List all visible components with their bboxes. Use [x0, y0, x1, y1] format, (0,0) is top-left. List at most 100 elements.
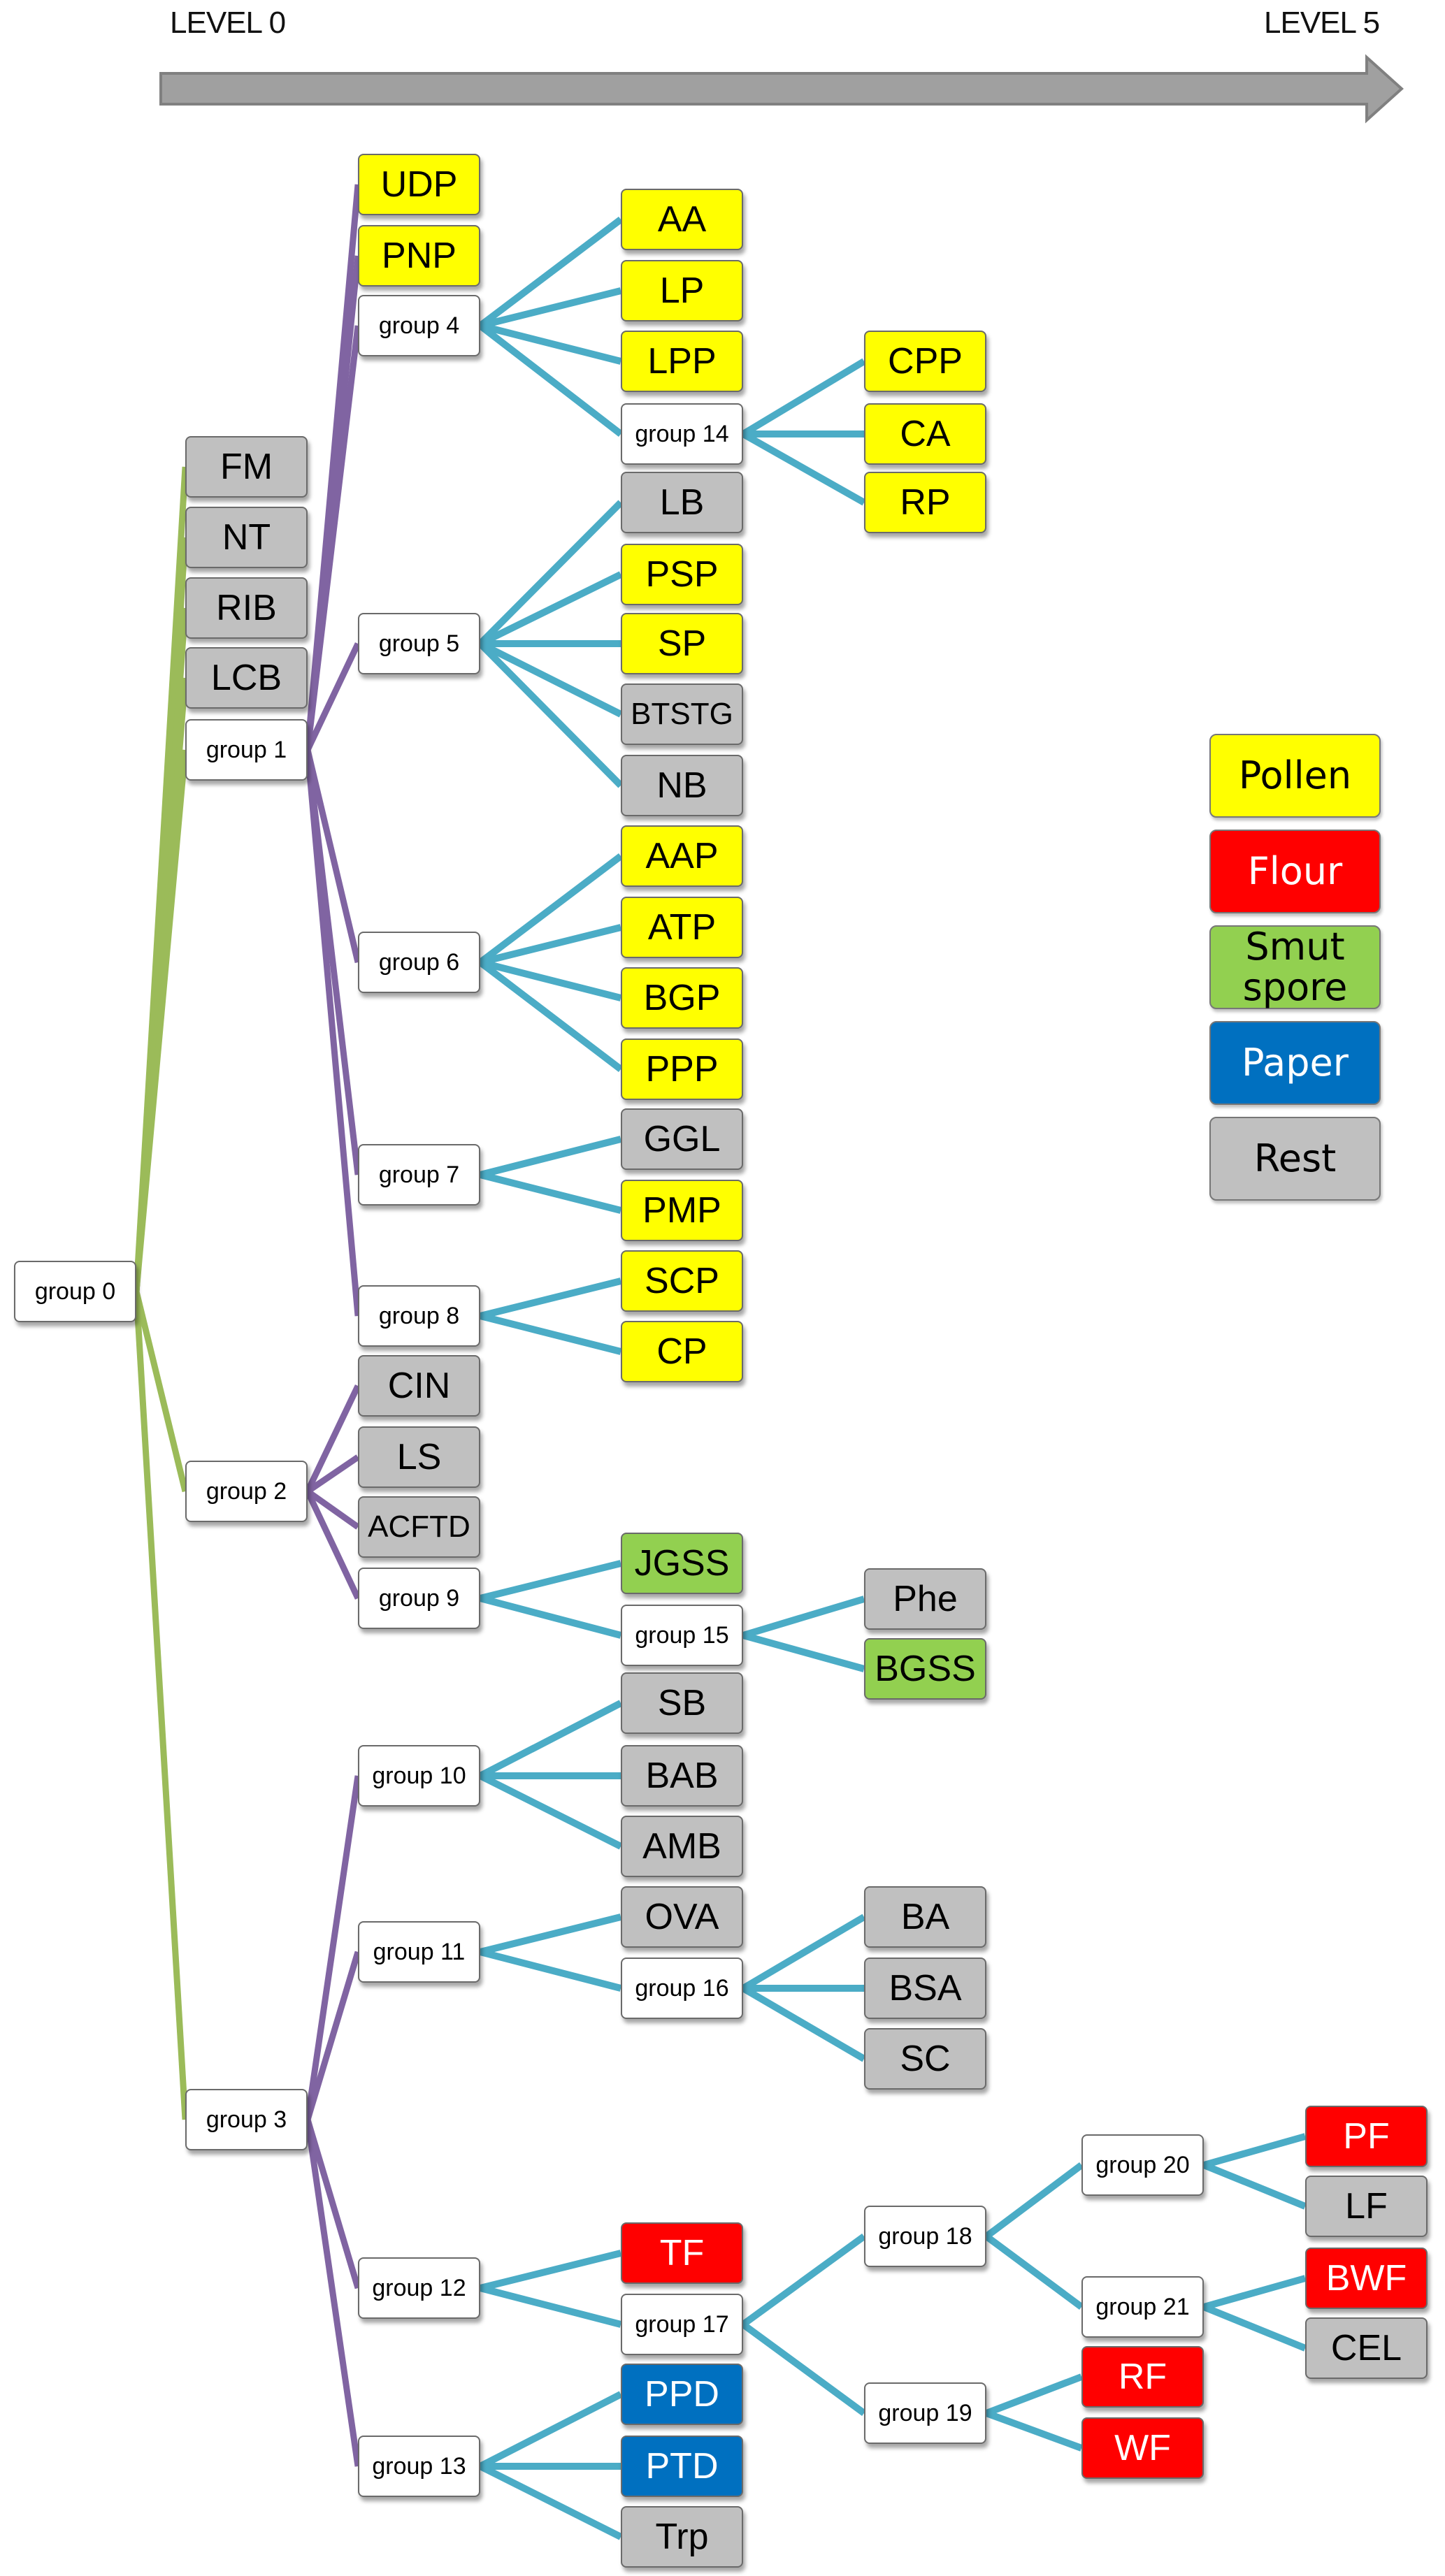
edge-group-1-to-group-6 — [304, 748, 361, 964]
node-label: group 11 — [373, 1938, 466, 1965]
group-node-group-1: group 1 — [185, 719, 308, 781]
node-label: OVA — [645, 1897, 719, 1937]
leaf-node-bwf: BWF — [1305, 2248, 1428, 2309]
node-label: group 15 — [635, 1621, 729, 1649]
edge-group-7-to-pmp — [479, 1171, 622, 1214]
edge-group-9-to-jgss — [479, 1560, 622, 1602]
edge-group-2-to-group-9 — [304, 1490, 361, 1600]
leaf-node-bab: BAB — [621, 1745, 743, 1807]
edge-group-2-to-cin — [304, 1384, 361, 1493]
edge-group-8-to-cp — [479, 1312, 622, 1355]
node-label: BSA — [889, 1968, 962, 2009]
node-label: ACFTD — [368, 1510, 470, 1544]
node-label: TF — [659, 2233, 705, 2273]
node-label: group 20 — [1095, 2151, 1190, 2178]
node-label: SC — [900, 2039, 951, 2079]
leaf-node-cpp: CPP — [864, 331, 986, 392]
node-label: group 21 — [1095, 2293, 1190, 2320]
edge-group-13-to-trp — [478, 2463, 623, 2540]
edge-group-11-to-group-16 — [479, 1948, 622, 1992]
group-node-group-5: group 5 — [358, 613, 480, 674]
edge-group-1-to-group-4 — [304, 325, 361, 751]
leaf-node-lb: LB — [621, 472, 743, 533]
leaf-node-wf: WF — [1081, 2417, 1204, 2479]
leaf-node-ba: BA — [864, 1886, 986, 1948]
node-label: PTD — [645, 2446, 719, 2487]
edge-group-19-to-wf — [985, 2410, 1083, 2452]
edge-group-18-to-group-20 — [984, 2162, 1084, 2239]
edge-group-11-to-ova — [479, 1913, 622, 1955]
edge-group-17-to-group-18 — [741, 2233, 866, 2328]
node-label: GGL — [643, 1119, 721, 1159]
node-label: PSP — [645, 554, 719, 595]
node-label: BTSTG — [631, 697, 733, 731]
legend-item-smut: Smut spore — [1209, 925, 1381, 1009]
node-label: group 6 — [378, 948, 460, 976]
node-label: PPP — [645, 1049, 719, 1090]
group-node-group-20: group 20 — [1081, 2134, 1204, 2196]
edge-group-4-to-group-14 — [477, 323, 624, 437]
edge-group-7-to-ggl — [479, 1136, 622, 1178]
leaf-node-pmp: PMP — [621, 1180, 743, 1241]
legend-item-flour: Flour — [1209, 830, 1381, 913]
leaf-node-fm: FM — [185, 436, 308, 498]
group-node-group-9: group 9 — [358, 1568, 480, 1629]
group-node-group-10: group 10 — [358, 1745, 480, 1807]
node-label: group 1 — [206, 736, 287, 763]
group-node-group-17: group 17 — [621, 2294, 743, 2355]
leaf-node-lp: LP — [621, 260, 743, 321]
edge-group-17-to-group-19 — [741, 2321, 866, 2417]
edge-group-5-to-btstg — [478, 640, 623, 718]
leaf-node-rib: RIB — [185, 577, 308, 639]
leaf-node-tf: TF — [621, 2222, 743, 2284]
group-node-group-21: group 21 — [1081, 2276, 1204, 2338]
leaf-node-udp: UDP — [358, 154, 480, 215]
edge-group-4-to-aa — [477, 217, 624, 328]
edge-group-3-to-group-13 — [304, 2119, 361, 2467]
legend-label: Pollen — [1238, 753, 1352, 797]
edge-group-2-to-acftd — [305, 1489, 360, 1530]
group-node-group-6: group 6 — [358, 932, 480, 993]
leaf-node-cel: CEL — [1305, 2317, 1428, 2379]
node-label: SP — [657, 623, 707, 664]
leaf-node-sb: SB — [621, 1672, 743, 1734]
node-label: group 10 — [372, 1762, 466, 1789]
leaf-node-cin: CIN — [358, 1355, 480, 1417]
group-node-group-19: group 19 — [864, 2382, 986, 2444]
leaf-node-phe: Phe — [864, 1568, 986, 1630]
level-0-label: LEVEL 0 — [170, 6, 286, 40]
edge-group-12-to-group-17 — [479, 2285, 622, 2328]
edge-group-5-to-nb — [477, 641, 624, 788]
leaf-node-bgss: BGSS — [864, 1638, 986, 1700]
node-label: CEL — [1330, 2328, 1402, 2368]
node-label: ATP — [647, 907, 717, 948]
edge-group-4-to-lp — [479, 287, 622, 329]
leaf-node-nb: NB — [621, 755, 743, 816]
node-label: BWF — [1325, 2258, 1407, 2299]
legend-item-paper: Paper — [1209, 1021, 1381, 1105]
node-label: group 18 — [878, 2222, 972, 2250]
node-label: group 7 — [378, 1161, 460, 1188]
edge-group-14-to-cpp — [741, 358, 866, 437]
node-label: LP — [659, 270, 705, 311]
level-arrow-shape — [159, 54, 1404, 124]
node-label: PF — [1343, 2116, 1390, 2157]
edge-group-16-to-ba — [741, 1913, 866, 1992]
node-label: LS — [396, 1437, 442, 1477]
leaf-node-atp: ATP — [621, 897, 743, 958]
leaf-node-ggl: GGL — [621, 1108, 743, 1170]
leaf-node-rp: RP — [864, 472, 986, 533]
node-label: RIB — [216, 588, 277, 628]
node-label: BA — [900, 1897, 950, 1937]
group-node-group-3: group 3 — [185, 2089, 308, 2150]
node-label: CA — [900, 414, 951, 454]
group-node-group-16: group 16 — [621, 1958, 743, 2019]
node-label: group 9 — [378, 1584, 460, 1612]
node-label: LPP — [647, 341, 717, 382]
node-label: group 13 — [372, 2452, 466, 2480]
edge-group-6-to-ppp — [477, 960, 624, 1072]
node-label: LB — [659, 482, 705, 523]
node-label: JGSS — [634, 1543, 730, 1584]
leaf-node-scp: SCP — [621, 1250, 743, 1312]
